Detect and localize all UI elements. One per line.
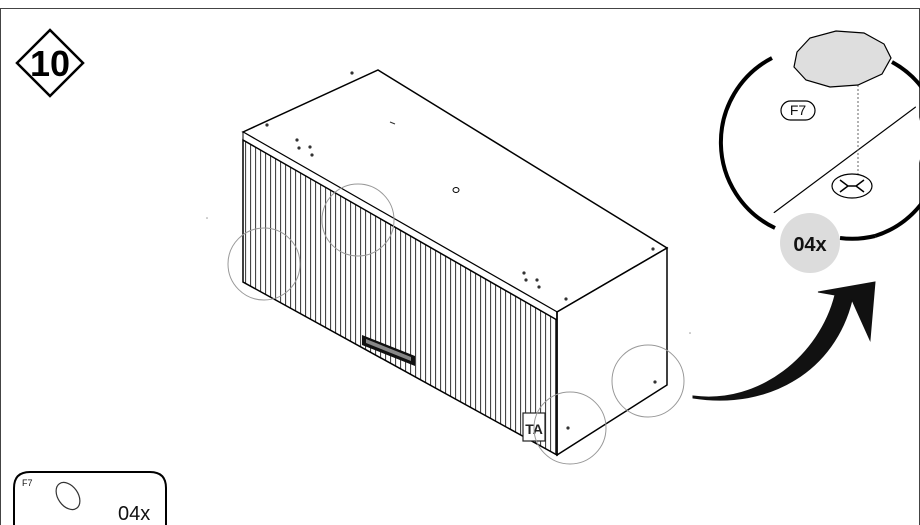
detail-ring — [718, 56, 776, 230]
detail-quantity: 04x — [793, 234, 826, 256]
cam-hole — [452, 187, 460, 193]
pad-icon — [55, 481, 81, 511]
parts-box-quantity: 04x — [118, 503, 150, 525]
highlight-front-top — [321, 183, 395, 257]
pad-part — [793, 30, 892, 88]
parts-box-code: F7 — [22, 478, 33, 488]
step-badge: 10 — [15, 28, 85, 98]
detail-part-code: F7 — [790, 102, 807, 118]
quantity-badge — [780, 213, 840, 273]
highlight-circles — [227, 183, 685, 465]
top-holes — [265, 71, 655, 301]
highlight-bottom-side — [611, 344, 685, 418]
handle — [362, 335, 415, 366]
highlight-front-left — [227, 227, 301, 301]
step-number: 10 — [30, 43, 70, 84]
highlight-bottom-front — [533, 391, 607, 465]
cabinet: TA — [241, 69, 669, 457]
parts-box: F7 04x — [13, 471, 167, 525]
flip-arrow — [692, 281, 876, 401]
detail-callout: F7 04x — [718, 30, 920, 273]
